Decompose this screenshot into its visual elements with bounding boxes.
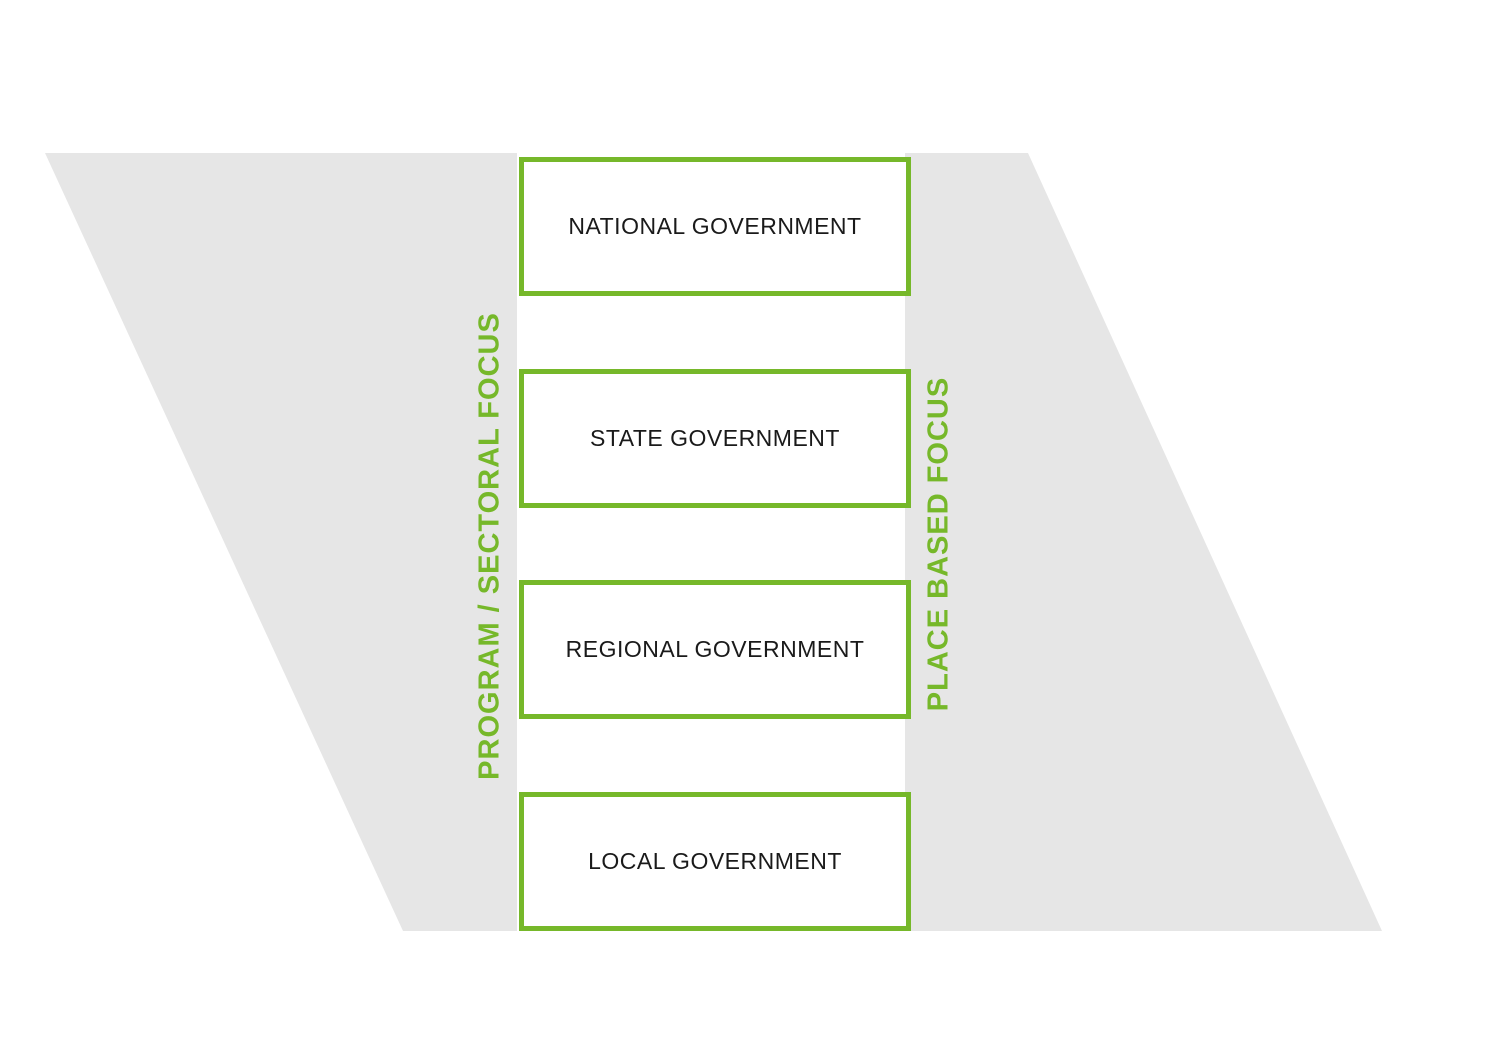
state-government-label: STATE GOVERNMENT bbox=[590, 425, 840, 451]
local-government-box: LOCAL GOVERNMENT bbox=[519, 792, 911, 931]
local-government-label: LOCAL GOVERNMENT bbox=[588, 848, 842, 874]
right-axis-label: PLACE BASED FOCUS bbox=[922, 376, 955, 712]
national-government-box: NATIONAL GOVERNMENT bbox=[519, 157, 911, 296]
regional-government-label: REGIONAL GOVERNMENT bbox=[565, 636, 865, 662]
state-government-box: STATE GOVERNMENT bbox=[519, 369, 911, 508]
national-government-label: NATIONAL GOVERNMENT bbox=[568, 213, 862, 239]
left-axis-label: PROGRAM / SECTORAL FOCUS bbox=[473, 312, 506, 780]
regional-government-box: REGIONAL GOVERNMENT bbox=[519, 580, 911, 719]
